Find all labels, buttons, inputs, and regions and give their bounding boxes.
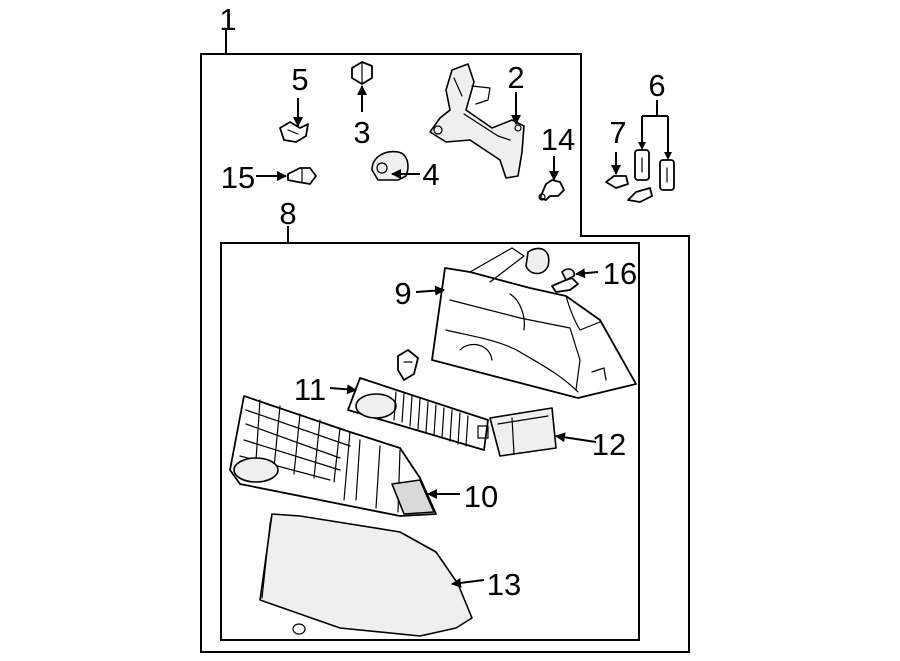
bulb-part <box>538 179 565 201</box>
callout-15: 15 <box>221 160 255 195</box>
outer-assembly-frame <box>200 30 690 653</box>
nut-part <box>351 61 373 85</box>
headlamp-lens-part <box>229 395 437 517</box>
headlamp-housing-part <box>431 247 637 399</box>
adjuster-hardware-part <box>605 149 675 203</box>
callout-16: 16 <box>603 256 637 291</box>
screw-part <box>287 167 317 185</box>
cover-lens-part <box>259 513 473 637</box>
housing-screw-part <box>551 268 579 293</box>
callout-9: 9 <box>394 276 411 311</box>
callout-12: 12 <box>592 427 626 462</box>
callout-2: 2 <box>507 60 524 95</box>
callout-4: 4 <box>422 157 439 192</box>
inner-headlamp-frame <box>220 226 640 641</box>
mounting-bracket-part <box>429 63 525 179</box>
callout-14: 14 <box>541 122 575 157</box>
callout-13: 13 <box>487 567 521 602</box>
grommet-part <box>371 150 409 181</box>
reflector-panel-part <box>347 377 489 451</box>
side-marker-lens-part <box>489 407 557 457</box>
callout-5: 5 <box>291 62 308 97</box>
leader-lines <box>256 85 672 588</box>
callout-3: 3 <box>353 115 370 150</box>
callout-10: 10 <box>464 479 498 514</box>
callout-6: 6 <box>648 68 665 103</box>
clip-part <box>279 121 309 143</box>
callout-8: 8 <box>279 196 296 231</box>
callout-11: 11 <box>294 372 326 407</box>
callout-labels: 1 2 3 4 5 6 7 8 9 10 11 12 13 14 15 16 <box>219 2 665 602</box>
retainer-clip-part <box>397 349 419 381</box>
callout-1: 1 <box>219 2 236 37</box>
callout-7: 7 <box>609 115 626 150</box>
